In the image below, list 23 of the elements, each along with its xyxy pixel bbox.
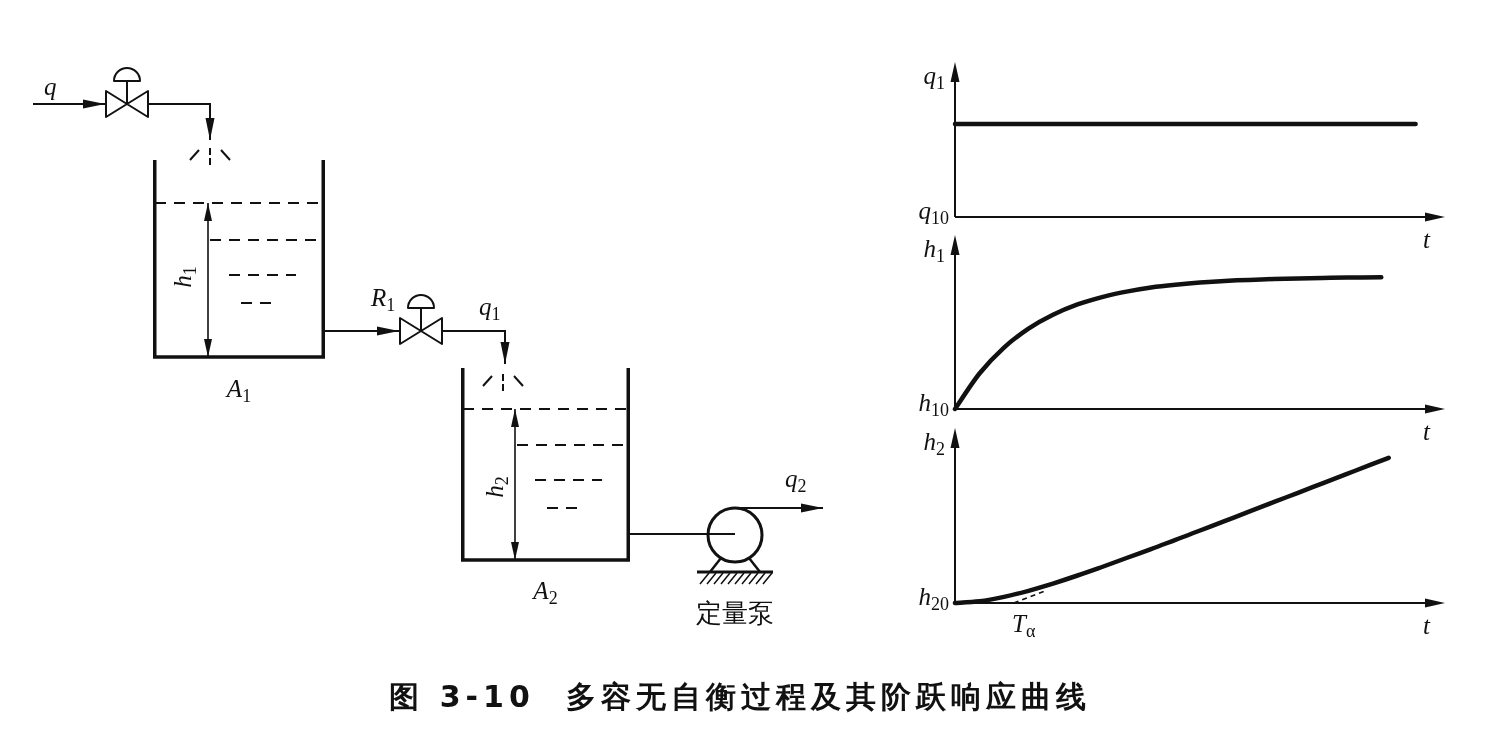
- origin-label: h$_{10}$: [918, 390, 949, 417]
- axis-label: t: [1423, 419, 1430, 446]
- axis-label: t: [1423, 227, 1430, 254]
- figure-caption: 图 3-10 多容无自衡过程及其阶跃响应曲线: [389, 680, 1091, 713]
- area-label: A$_{1}$: [226, 376, 252, 403]
- control-valve: [399, 293, 443, 345]
- flow-arrow: [32, 99, 106, 109]
- origin-label: h$_{20}$: [918, 584, 949, 611]
- time-constant-label: T$_{α}$: [1012, 611, 1036, 638]
- axis-label: q$_{1}$: [923, 63, 945, 90]
- axis-label: h$_{1}$: [923, 236, 945, 263]
- flow-arrow: [442, 330, 510, 365]
- flow-arrow: [324, 326, 400, 336]
- origin-label: q$_{10}$: [918, 198, 949, 225]
- flow-arrow: [782, 503, 824, 513]
- axis-label: t: [1423, 613, 1430, 640]
- control-valve: [105, 66, 149, 120]
- area-label: A$_{2}$: [533, 578, 558, 605]
- flow-arrow: [148, 103, 215, 141]
- valve-label: R$_{1}$: [371, 285, 396, 312]
- pipe-line: [629, 533, 688, 535]
- pump-label: 定量泵: [696, 599, 774, 628]
- axis-label: h$_{2}$: [923, 429, 945, 456]
